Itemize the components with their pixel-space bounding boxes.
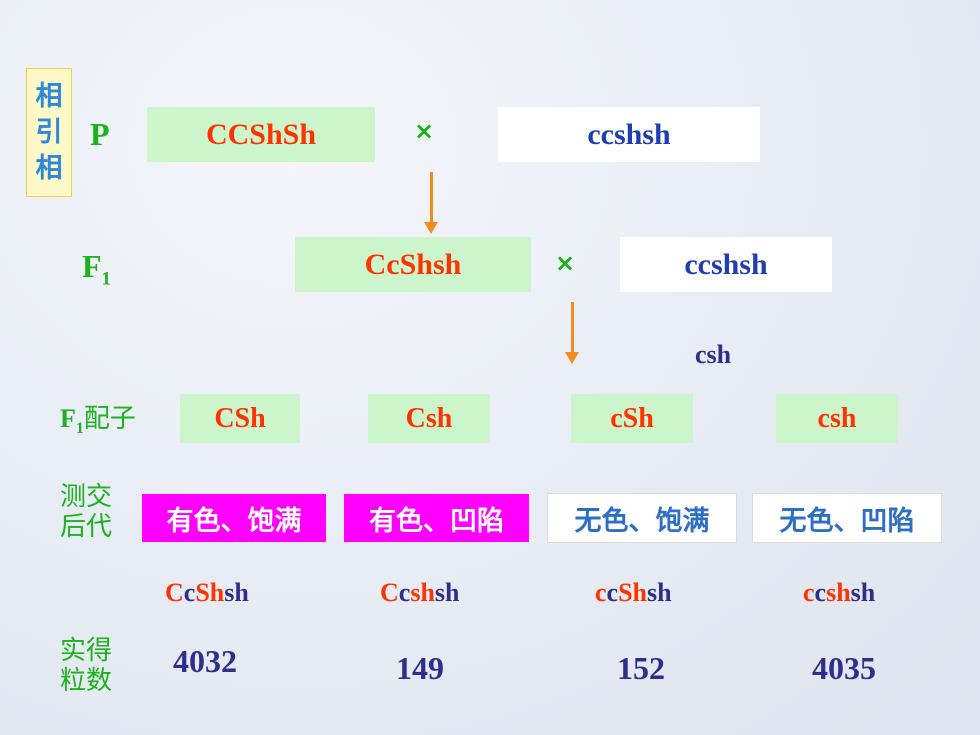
genotype-part: sh	[826, 578, 851, 607]
offspring-genotype: ccShsh	[595, 578, 672, 608]
arrow-down-1	[424, 172, 438, 234]
genotype-part: sh	[850, 578, 876, 607]
kernel-count: 4032	[173, 643, 237, 679]
offspring-genotype: CcShsh	[165, 578, 249, 608]
testcross-gamete: csh	[695, 340, 732, 369]
genotype-part: c	[398, 578, 411, 607]
offspring-genotype: Ccshsh	[380, 578, 459, 608]
kernel-count: 149	[396, 650, 444, 686]
phenotype-cell: 无色、饱满	[547, 493, 737, 543]
cross-symbol-f1: ×	[555, 249, 576, 277]
genotype-part: Sh	[195, 578, 225, 607]
genotype-part: C	[165, 578, 184, 607]
genotype-part: sh	[224, 578, 249, 607]
genotype-part: c	[803, 578, 815, 607]
arrow-down-2	[565, 302, 579, 364]
phenotype-cell: 有色、凹陷	[344, 494, 529, 542]
cross-symbol-p: ×	[414, 117, 435, 145]
f1-genotype: CcShsh	[295, 237, 531, 292]
phase-tag-char-3: 相	[35, 152, 63, 184]
genotype-part: c	[814, 578, 827, 607]
f1-gametes-label-sub: 1	[75, 420, 84, 438]
kernel-count-label-line2: 粒数	[60, 666, 113, 696]
genotype-part: c	[183, 578, 196, 607]
genotype-part: sh	[410, 578, 435, 607]
gamete-cell: cSh	[571, 394, 693, 443]
genotype-part: Sh	[618, 578, 648, 607]
f1-gametes-label-main: F	[60, 404, 76, 433]
phenotype-cell: 无色、凹陷	[752, 493, 942, 543]
phenotype-cell: 有色、饱满	[142, 494, 326, 542]
kernel-count: 4035	[812, 650, 876, 686]
kernel-count-label: 实得 粒数	[60, 636, 112, 696]
gamete-cell: csh	[776, 394, 898, 443]
parent-genotype-left: CCShSh	[147, 107, 375, 162]
genotype-part: sh	[434, 578, 460, 607]
parent-generation-label: P	[90, 116, 110, 152]
f1-gametes-label-rest: 配子	[83, 404, 136, 434]
phase-tag-char-1: 相	[35, 80, 63, 112]
kernel-count-label-line1: 实得	[60, 636, 113, 666]
f1-label-sub: 1	[101, 268, 112, 290]
genotype-part: c	[595, 578, 607, 607]
testcross-offspring-label-line2: 后代	[60, 512, 113, 542]
f1-label-main: F	[82, 248, 102, 284]
testcross-parent-genotype: ccshsh	[620, 237, 832, 292]
testcross-offspring-label-line1: 测交	[60, 482, 113, 512]
kernel-count: 152	[617, 650, 665, 686]
gamete-cell: Csh	[368, 394, 490, 443]
genotype-part: c	[606, 578, 619, 607]
gamete-cell: CSh	[180, 394, 300, 443]
offspring-genotype: ccshsh	[803, 578, 875, 608]
parent-genotype-right: ccshsh	[498, 107, 760, 162]
genotype-part: sh	[647, 578, 672, 607]
phase-tag: 相 引 相	[26, 68, 72, 197]
genotype-part: C	[380, 578, 399, 607]
phase-tag-char-2: 引	[35, 116, 63, 148]
testcross-offspring-label: 测交 后代	[60, 482, 112, 542]
f1-label: F1	[82, 248, 111, 290]
f1-gametes-label: F1配子	[60, 398, 136, 438]
